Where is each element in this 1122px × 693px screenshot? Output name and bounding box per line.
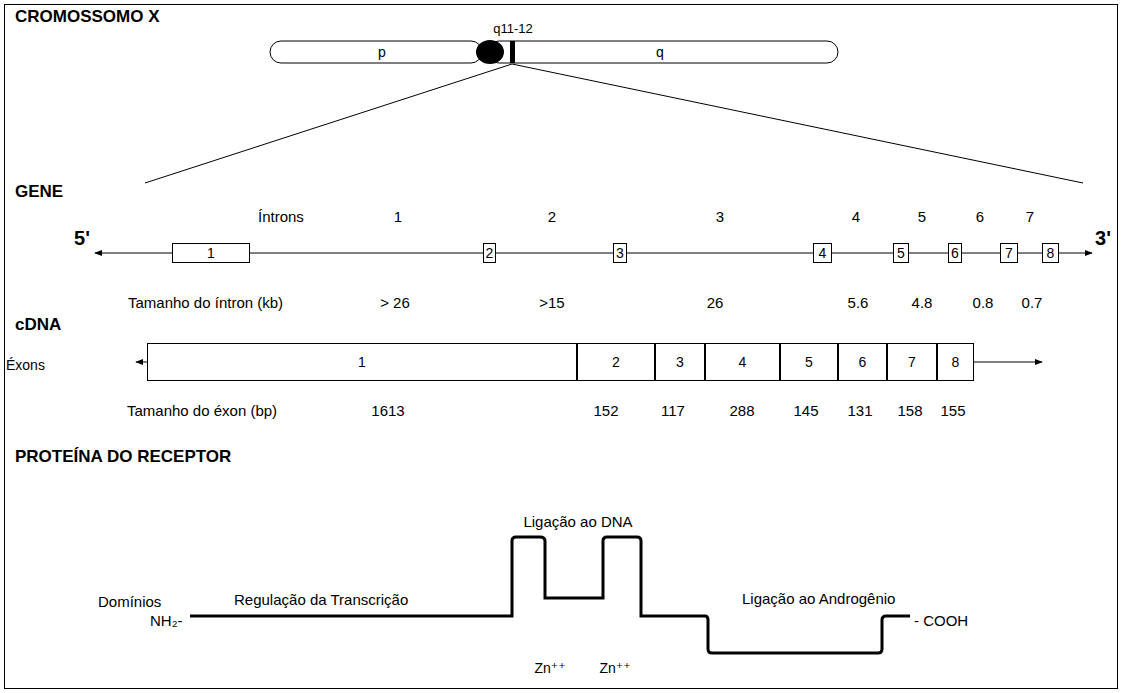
gene-exon-box: 2	[483, 243, 496, 263]
exon-size: 288	[729, 403, 754, 418]
cdna-line	[974, 362, 1042, 363]
intron-size: 26	[707, 295, 724, 310]
exon-size: 155	[940, 403, 965, 418]
intron-number: 1	[394, 209, 402, 224]
section-heading: PROTEÍNA DO RECEPTOR	[15, 448, 231, 465]
gene-exon-box: 8	[1042, 243, 1059, 263]
exon-size: 117	[661, 403, 685, 418]
exon-size: 131	[847, 403, 872, 418]
chromosome-arm	[488, 41, 838, 63]
gene-exon-box: 3	[613, 243, 627, 263]
exon-number: 1	[358, 355, 366, 369]
intron-number: 2	[548, 209, 556, 224]
exon-number: 7	[908, 355, 916, 369]
exon-number: 5	[897, 246, 905, 260]
exon-number: 1	[207, 246, 215, 260]
arm-label: q	[656, 45, 664, 59]
exon-number: 4	[819, 246, 827, 260]
zoom-line	[512, 64, 1083, 183]
intron-number: 4	[852, 209, 860, 224]
gene-exon-box: 7	[1000, 243, 1018, 263]
cdna-exon-box: 5	[780, 343, 838, 381]
chromosome-band	[510, 41, 515, 63]
strand-end: 5'	[74, 228, 90, 248]
intron-number: 3	[716, 209, 724, 224]
frame	[5, 5, 1118, 689]
domain-label: Ligação ao DNA	[523, 514, 632, 529]
cdna-exon-box: 2	[577, 343, 655, 381]
protein-domains	[190, 537, 910, 653]
exon-number: 8	[1047, 246, 1055, 260]
centromere	[476, 40, 504, 64]
exon-number: 2	[612, 355, 620, 369]
gene-exon-box: 1	[172, 243, 250, 263]
terminus-label: NH₂-	[150, 613, 182, 628]
exon-number: 6	[951, 246, 959, 260]
exon-number: 7	[1005, 246, 1013, 260]
cdna-exon-box: 8	[937, 343, 974, 381]
exon-size: 158	[897, 403, 922, 418]
domain-label: Regulação da Transcrição	[234, 592, 408, 607]
intron-line	[909, 253, 948, 254]
intron-size: >15	[539, 295, 564, 310]
domain-label: Ligação ao Androgênio	[742, 591, 895, 606]
cdna-line	[136, 362, 147, 363]
intron-line	[496, 253, 613, 254]
exon-number: 4	[739, 355, 747, 369]
band-label: q11-12	[493, 22, 533, 35]
exon-number: 3	[616, 246, 624, 260]
cdna-exon-box: 4	[705, 343, 780, 381]
intron-size: > 26	[380, 295, 410, 310]
exon-number: 8	[952, 355, 960, 369]
ion-label: Zn⁺⁺	[534, 661, 565, 675]
intron-number: 7	[1026, 209, 1034, 224]
intron-line	[832, 253, 893, 254]
ion-label: Zn⁺⁺	[599, 661, 630, 675]
row-label: Tamanho do éxon (bp)	[127, 403, 277, 418]
cdna-exon-box: 6	[838, 343, 887, 381]
intron-line	[962, 253, 1000, 254]
exon-number: 6	[859, 355, 867, 369]
terminus-label: - COOH	[914, 613, 968, 628]
section-heading: GENE	[15, 183, 63, 200]
row-label: Domínios	[98, 594, 161, 609]
cdna-exon-box: 7	[887, 343, 937, 381]
exon-number: 3	[676, 355, 684, 369]
arm-label: p	[378, 45, 386, 59]
intron-line	[627, 253, 813, 254]
section-heading: CROMOSSOMO X	[15, 8, 160, 25]
gene-line	[1059, 253, 1092, 254]
row-label: Íntrons	[258, 209, 304, 224]
row-label: Éxons	[6, 358, 45, 372]
chromosome-arm	[270, 41, 482, 63]
exon-size: 1613	[371, 403, 404, 418]
gene-line	[95, 253, 172, 254]
intron-line	[1018, 253, 1042, 254]
intron-number: 6	[976, 209, 984, 224]
cdna-exon-box: 3	[655, 343, 705, 381]
section-heading: cDNA	[15, 316, 61, 333]
gene-exon-box: 5	[893, 243, 909, 263]
intron-line	[250, 253, 483, 254]
exon-size: 145	[793, 403, 818, 418]
exon-size: 152	[593, 403, 618, 418]
exon-number: 5	[805, 355, 813, 369]
intron-number: 5	[918, 209, 926, 224]
intron-size: 0.8	[973, 295, 994, 310]
strand-end: 3'	[1095, 228, 1111, 248]
zoom-line	[145, 64, 512, 183]
intron-size: 0.7	[1022, 295, 1043, 310]
gene-exon-box: 4	[813, 243, 832, 263]
intron-size: 5.6	[848, 295, 869, 310]
exon-number: 2	[486, 246, 494, 260]
intron-size: 4.8	[912, 295, 933, 310]
row-label: Tamanho do íntron (kb)	[128, 295, 283, 310]
gene-exon-box: 6	[948, 243, 962, 263]
cdna-exon-box: 1	[147, 343, 577, 381]
